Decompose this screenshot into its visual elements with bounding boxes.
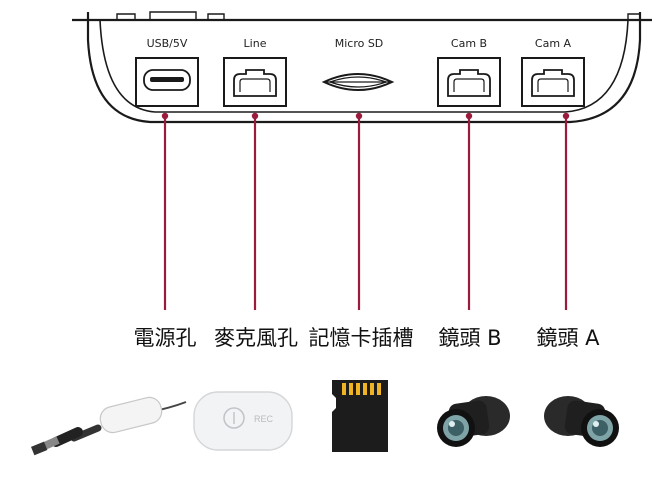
camera-lens-icon <box>544 396 619 447</box>
caption-microphone: 麥克風孔 <box>214 326 298 350</box>
port-label-usb: USB/5V <box>146 37 188 50</box>
caption-memory-card: 記憶卡插槽 <box>308 326 414 350</box>
leader-line-line <box>251 112 259 310</box>
port-label-cam-a: Cam A <box>534 37 572 50</box>
caption-cam-a: 鏡頭 A <box>536 326 600 350</box>
micro-usb-port-icon <box>135 57 199 107</box>
leader-line-usb <box>161 112 169 310</box>
microphone-rec-text: REC <box>254 414 274 424</box>
leader-line-sd <box>355 112 363 310</box>
usb-cable-icon <box>31 396 187 456</box>
mini-usb-port-icon <box>223 57 287 107</box>
camera-lens-icon <box>437 396 510 447</box>
leader-lines <box>161 112 570 310</box>
leader-line-cam-a <box>562 112 570 310</box>
microphone-icon <box>193 391 293 451</box>
caption-power: 電源孔 <box>133 326 197 350</box>
mini-usb-port-icon <box>437 57 501 107</box>
caption-cam-b: 鏡頭 B <box>438 326 502 350</box>
port-label-cam-b: Cam B <box>450 37 488 50</box>
port-label-sd: Micro SD <box>334 37 384 50</box>
mini-usb-port-icon <box>521 57 585 107</box>
micro-sd-card-icon <box>332 380 388 452</box>
port-label-line: Line <box>243 37 267 50</box>
sd-card-slot-icon <box>321 73 395 91</box>
leader-line-cam-b <box>465 112 473 310</box>
